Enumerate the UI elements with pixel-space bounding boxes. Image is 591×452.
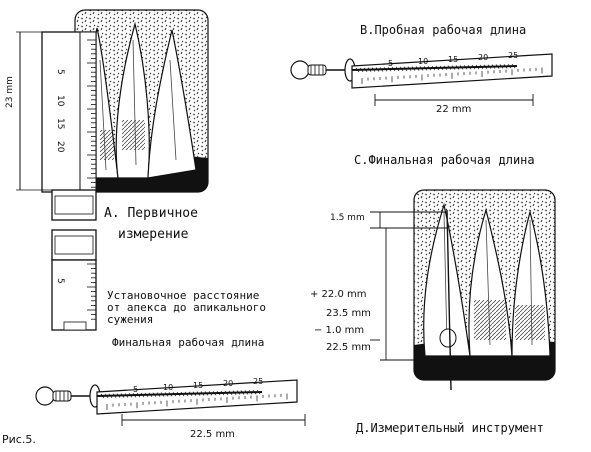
panel-b-file-tick-label: 20	[478, 53, 488, 62]
panel-a-final-length-title: Финальная рабочая длина	[112, 336, 265, 349]
panel-a-ruler-tick-label-lower: 5	[55, 278, 65, 284]
panel-a-title-line1: А. Первичное	[104, 206, 198, 221]
panel-a-ruler-tick-label: 5	[55, 69, 65, 75]
panel-a-vertical-ruler	[16, 31, 97, 331]
panel-b-trial-file: 5 10 15 20 25	[290, 51, 553, 89]
panel-a-length-label: 23 mm	[5, 76, 15, 108]
panel-a-final-length-value: 22.5 mm	[190, 429, 235, 440]
panel-a-file-tick-label: 20	[223, 379, 233, 388]
panel-b-length-bracket	[374, 94, 534, 106]
panel-a-title-line2: измерение	[118, 227, 189, 242]
panel-a-file-tick-label: 15	[193, 381, 203, 390]
panel-a-ruler-tick-label: 15	[55, 118, 65, 130]
panel-c-radiograph	[413, 189, 556, 391]
panel-a-setup-line1: Установочное расстояние	[107, 289, 260, 302]
panel-a-final-file: 5 10 15 20 25	[35, 377, 298, 415]
panel-a-setup-line3: сужения	[107, 313, 154, 326]
panel-c-title: С.Финальная рабочая длина	[354, 153, 535, 167]
panel-a-file-tick-label: 5	[133, 385, 138, 394]
panel-b-file-tick-label: 15	[448, 55, 458, 64]
panel-b-file-tick-label: 5	[388, 59, 393, 68]
panel-a-ruler-tick-label: 10	[55, 95, 65, 107]
panel-a-setup-line2: от апекса до апикального	[107, 301, 266, 314]
panel-b-file-tick-label: 10	[418, 57, 428, 66]
panel-c-dimension-lines	[370, 211, 447, 361]
panel-a-file-tick-label: 25	[253, 377, 263, 386]
panel-b-length-label: 22 mm	[436, 104, 472, 115]
panel-b-file-tick-label: 25	[508, 51, 518, 60]
panel-d-title: Д.Измерительный инструмент	[356, 421, 544, 435]
panel-a-ruler-tick-label: 20	[55, 141, 65, 153]
figure-caption: Рис.5.	[2, 433, 36, 446]
panel-c-calc-line2: 23.5 mm	[326, 308, 371, 319]
panel-c-offset-label: 1.5 mm	[330, 213, 365, 223]
panel-c-teeth	[423, 202, 551, 391]
panel-a-file-tick-label: 10	[163, 383, 173, 392]
panel-a-length-bracket	[121, 414, 306, 426]
panel-b-title: В.Пробная рабочая длина	[360, 23, 527, 37]
panel-c-calc-line3: − 1.0 mm	[314, 325, 365, 336]
panel-c-calc-line1: + 22.0 mm	[310, 289, 367, 300]
panel-c-calc-line4: 22.5 mm	[326, 342, 371, 353]
